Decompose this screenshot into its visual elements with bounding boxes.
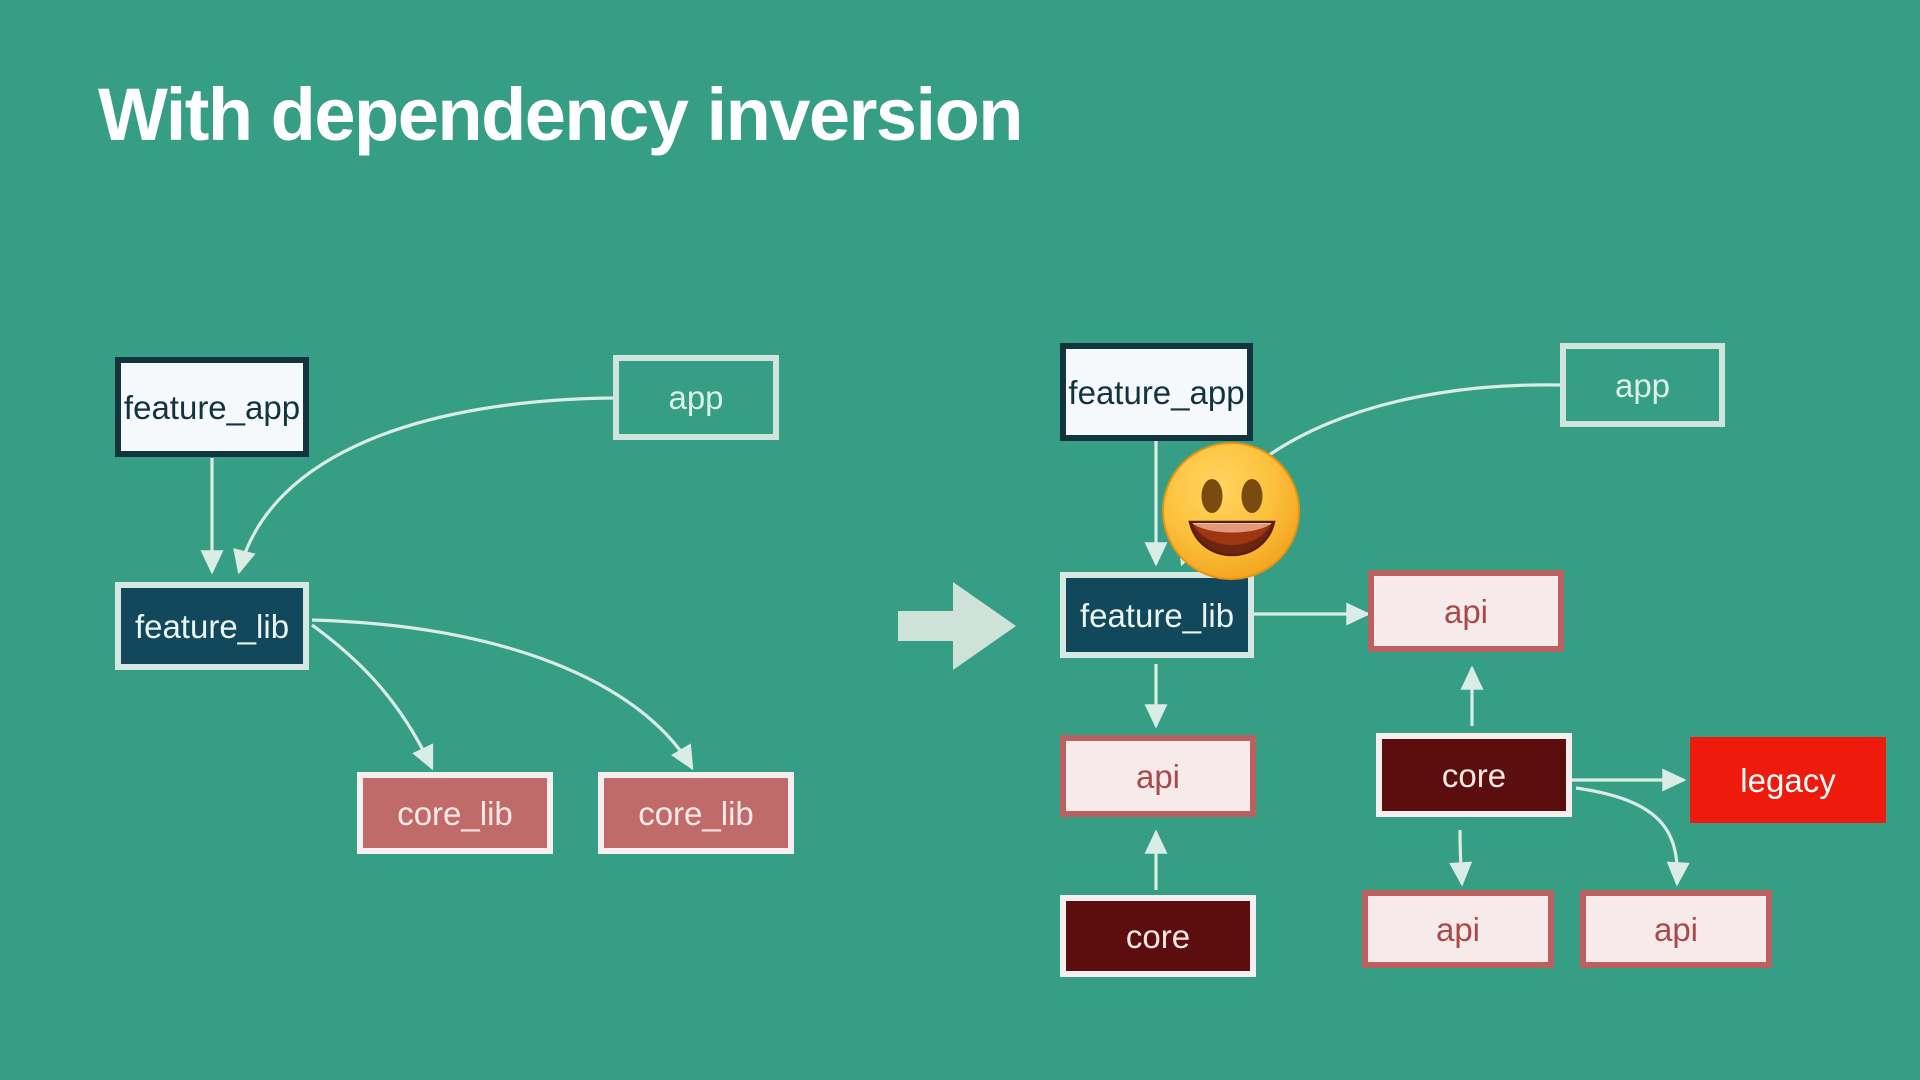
- node-label: api: [1653, 910, 1699, 948]
- node-label: core: [1125, 917, 1191, 955]
- node-right-api-2[interactable]: api: [1060, 735, 1256, 817]
- node-left-core-lib-2[interactable]: core_lib: [598, 772, 794, 854]
- page-title: With dependency inversion: [98, 73, 1024, 156]
- node-left-feature-app[interactable]: feature_app: [115, 357, 309, 457]
- edge-l-feature-lib-to-core-lib-1: [311, 623, 434, 771]
- node-left-core-lib-1[interactable]: core_lib: [357, 772, 553, 854]
- node-left-feature-lib[interactable]: feature_lib: [115, 582, 309, 670]
- node-label: api: [1135, 757, 1181, 795]
- node-left-app[interactable]: app: [613, 355, 779, 440]
- edge-l-feature-lib-to-core-lib-2: [311, 618, 694, 771]
- transition-arrow: [898, 582, 1016, 670]
- node-label: api: [1443, 592, 1489, 630]
- node-right-app[interactable]: app: [1560, 343, 1725, 427]
- node-label: core: [1441, 756, 1507, 794]
- edge-r-core-2-to-api-4: [1575, 786, 1690, 887]
- node-label: feature_app: [1068, 373, 1245, 411]
- node-label: app: [1614, 366, 1671, 404]
- node-label: api: [1435, 910, 1481, 948]
- node-right-feature-lib[interactable]: feature_lib: [1060, 572, 1254, 658]
- node-right-core-2[interactable]: core: [1376, 733, 1572, 817]
- node-label: feature_lib: [1079, 596, 1235, 634]
- node-right-api-4[interactable]: api: [1580, 890, 1772, 968]
- node-label: feature_lib: [134, 607, 290, 645]
- node-right-legacy[interactable]: legacy: [1690, 737, 1886, 823]
- node-label: app: [668, 379, 724, 416]
- node-label: feature_app: [123, 388, 301, 426]
- node-right-core-1[interactable]: core: [1060, 895, 1256, 977]
- node-right-api-1[interactable]: api: [1368, 570, 1564, 652]
- node-label: core_lib: [638, 794, 754, 832]
- grinning-face-emoji: [1160, 440, 1302, 582]
- node-label: core_lib: [397, 794, 513, 832]
- node-right-feature-app[interactable]: feature_app: [1060, 343, 1253, 441]
- node-right-api-3[interactable]: api: [1362, 890, 1554, 968]
- edge-r-core-2-to-api-3: [1449, 829, 1473, 887]
- node-label: legacy: [1740, 761, 1836, 799]
